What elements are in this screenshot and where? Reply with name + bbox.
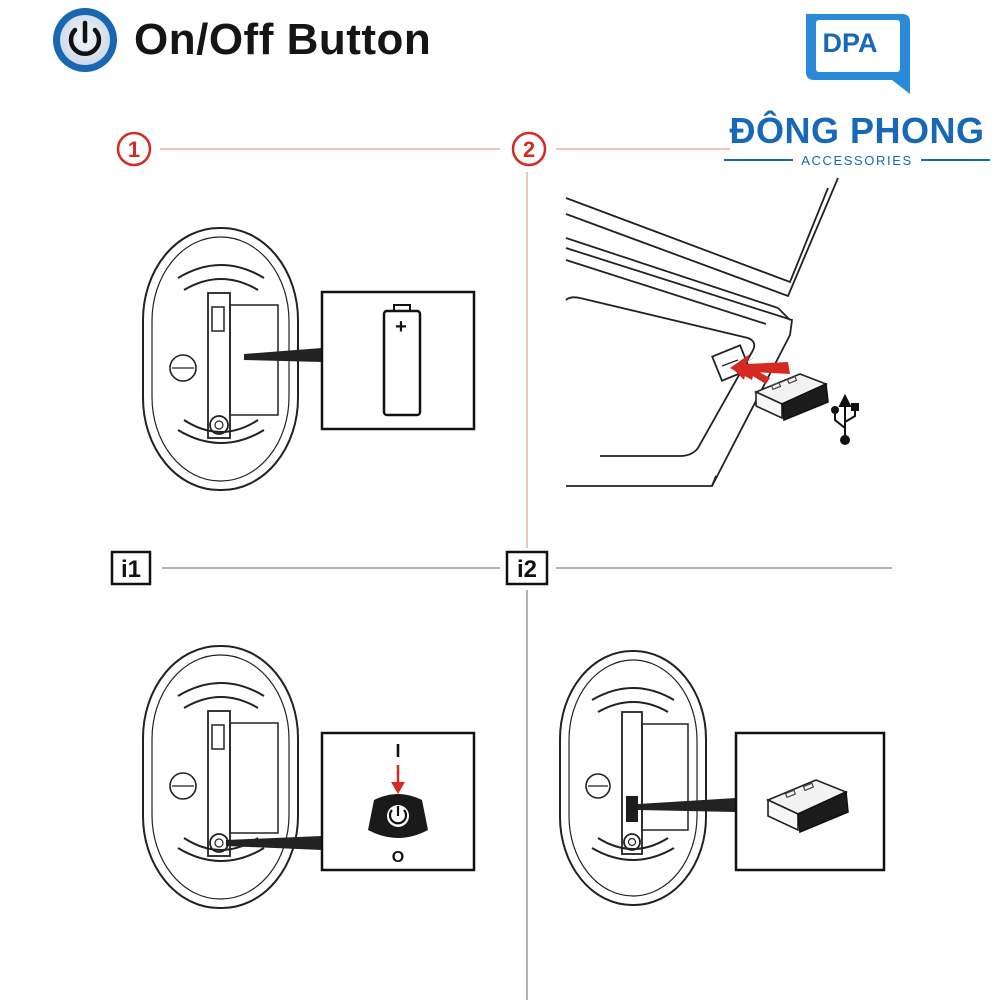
brand-badge-icon [806,14,910,94]
step-1-label: 1 [128,137,140,162]
switch-off-label: O [392,849,404,866]
step-2-label: 2 [523,137,535,162]
brand-name: ĐÔNG PHONG [729,110,985,151]
usb-symbol-icon [831,393,859,445]
arrow-icon [730,354,790,384]
power-switch-callout: I O [320,731,476,872]
page-title: On/Off Button [134,15,432,64]
switch-on-label: I [395,741,400,761]
power-icon [53,8,117,72]
step-2-marker: 2 [511,131,547,167]
receiver-callout [734,731,886,872]
power-switch-icon [368,794,428,838]
brand-badge-text: DPA [822,28,878,58]
usb-receiver-icon [753,373,829,422]
battery-icon [382,304,422,417]
header: On/Off Button [50,4,431,76]
battery-plus-label: + [395,316,407,338]
info-2-marker: i2 [505,550,549,586]
info-2-label: i2 [517,556,537,583]
step-1-marker: 1 [116,131,152,167]
brand-divider [724,159,794,161]
brand-divider [920,159,991,161]
stored-receiver [626,796,638,822]
section-dividers [160,148,892,1000]
callout-pointer [244,348,322,362]
usb-receiver-icon [766,779,849,834]
mouse-bottom-info1 [142,645,299,909]
mouse-bottom-info2 [559,650,707,906]
info-1-marker: i1 [110,550,152,586]
laptop-icon [565,177,839,487]
callout-pointer [226,836,322,850]
brand-logo: DPA ĐÔNG PHONG ACCESSORIES [718,8,996,173]
arrow-icon [391,765,405,794]
battery-callout: + [320,290,476,431]
info-1-label: i1 [121,556,141,583]
brand-subtitle-row: ACCESSORIES [724,150,991,170]
callout-pointer [638,798,736,812]
brand-subtitle: ACCESSORIES [801,152,913,168]
